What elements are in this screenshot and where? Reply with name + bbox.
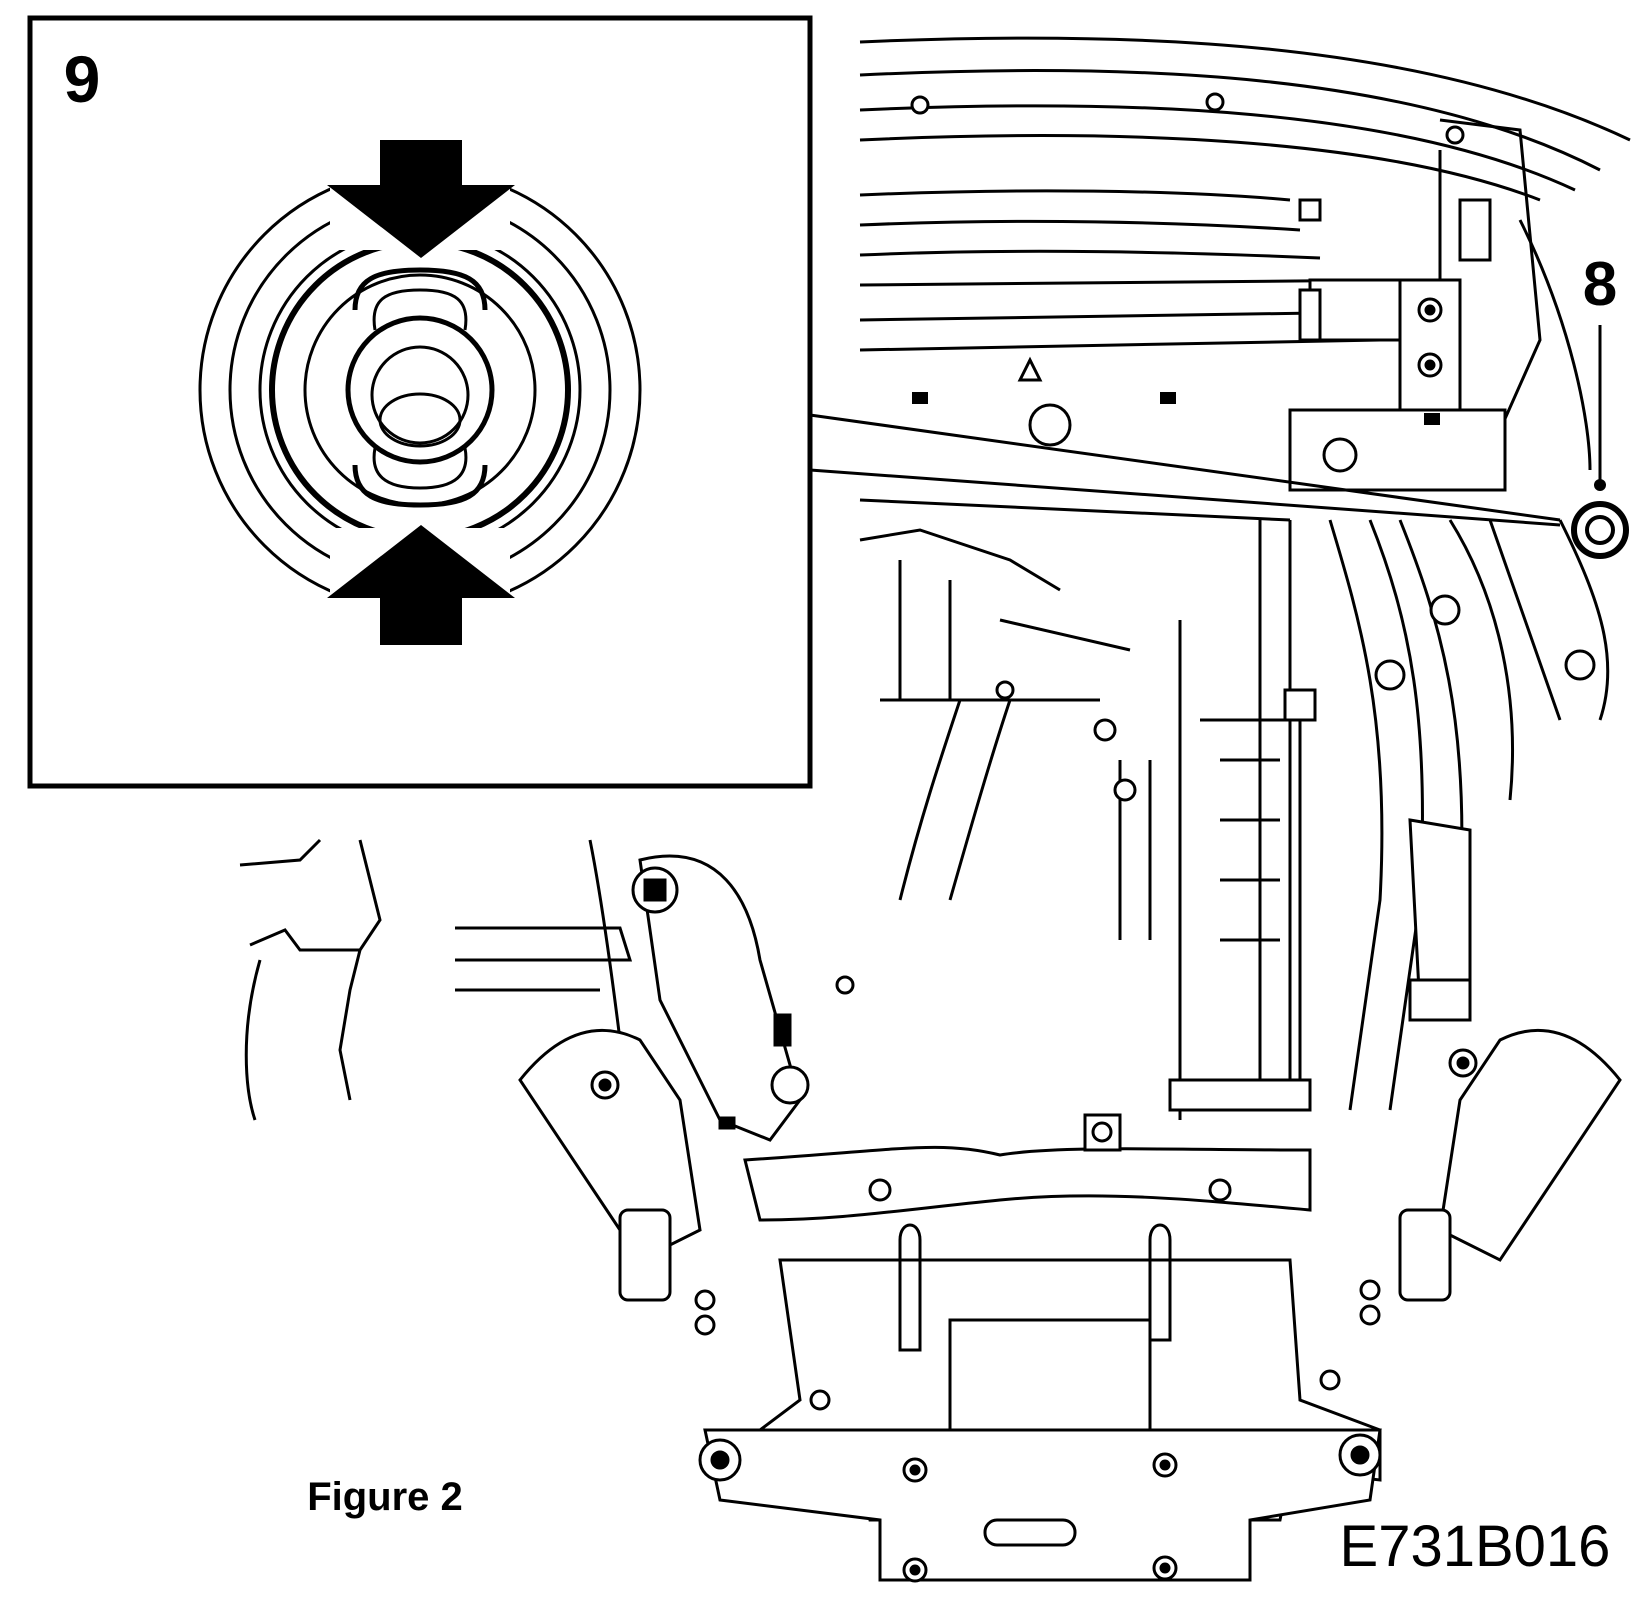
upper-bracket xyxy=(1017,198,1507,492)
marker-tabs xyxy=(912,392,1440,425)
arrow-down-icon xyxy=(327,140,515,258)
callout-8-group: 8 xyxy=(1571,250,1629,559)
subframe xyxy=(455,818,1622,1583)
inset-frame xyxy=(27,15,813,789)
bushing-icon xyxy=(1571,501,1629,559)
body-fasteners xyxy=(910,92,1465,145)
figure-caption: Figure 2 xyxy=(307,1475,463,1519)
wheel-sketch xyxy=(239,838,382,1121)
zoom-leader-lines xyxy=(809,413,1561,527)
callout-9-label: 9 xyxy=(64,42,101,116)
detail-inset: 9 xyxy=(27,15,813,789)
body-panel-lines xyxy=(859,36,1631,471)
reference-code: E731B016 xyxy=(1340,1514,1611,1579)
arrow-up-icon xyxy=(327,525,515,645)
callout-8-label: 8 xyxy=(1583,250,1617,319)
engine-fasteners xyxy=(995,594,1596,1112)
callout-8-dot xyxy=(1594,479,1606,491)
